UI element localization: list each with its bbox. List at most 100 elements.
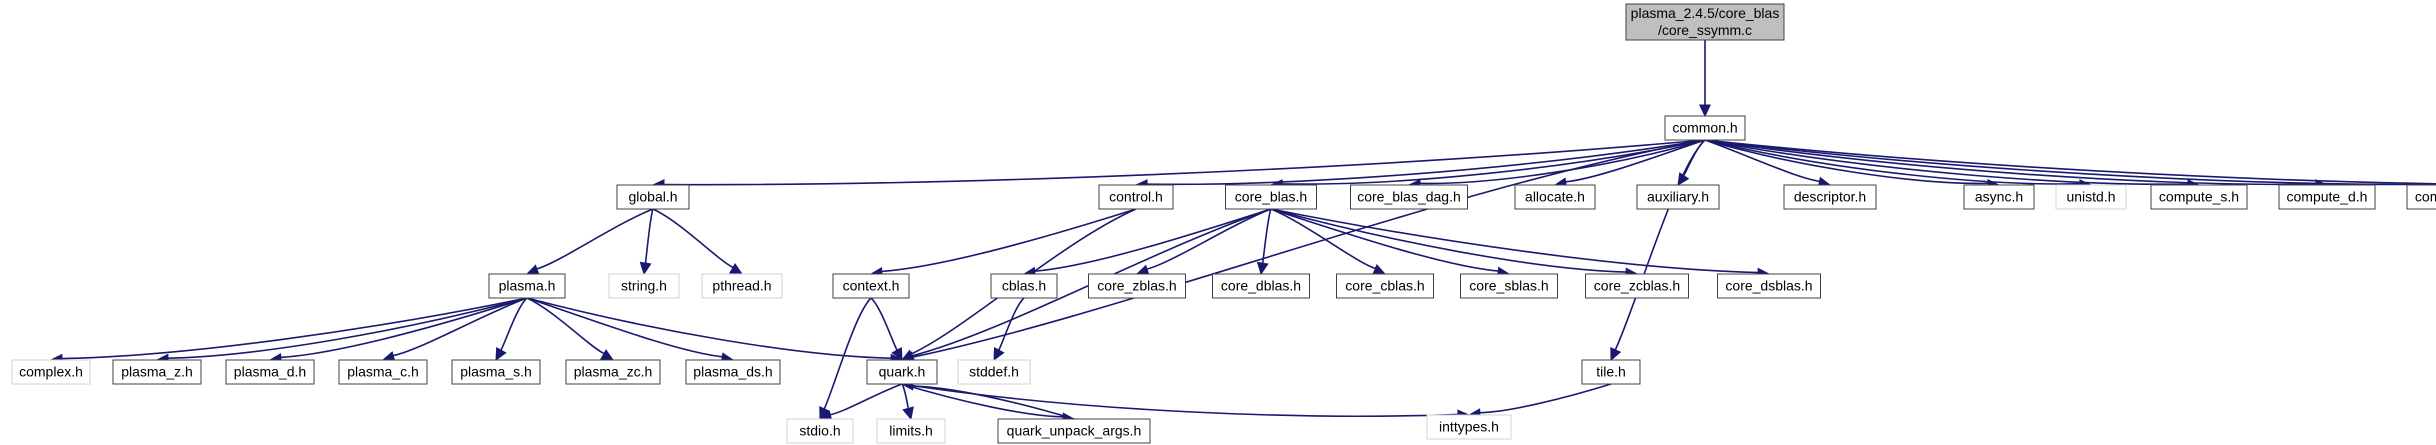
node-auxiliary[interactable]: auxiliary.h	[1636, 184, 1720, 210]
edge-line	[392, 297, 528, 357]
node-root[interactable]: plasma_2.4.5/core_blas/core_ssymm.c	[1625, 3, 1785, 41]
node-box[interactable]	[1664, 115, 1746, 141]
edge-line	[500, 297, 528, 351]
node-box[interactable]	[1460, 273, 1558, 299]
node-box[interactable]	[338, 359, 428, 385]
node-box[interactable]	[1625, 3, 1785, 41]
node-box[interactable]	[1336, 273, 1434, 299]
node-box[interactable]	[616, 184, 690, 210]
node-core_blas[interactable]: core_blas.h	[1225, 184, 1317, 210]
node-box[interactable]	[701, 273, 783, 299]
node-box[interactable]	[1426, 414, 1512, 440]
node-inttypes[interactable]: inttypes.h	[1426, 414, 1512, 440]
node-string[interactable]: string.h	[608, 273, 680, 299]
node-unistd[interactable]: unistd.h	[2055, 184, 2127, 210]
node-box[interactable]	[488, 273, 566, 299]
node-box[interactable]	[1636, 184, 1720, 210]
node-compute_d[interactable]: compute_d.h	[2278, 184, 2376, 210]
node-plasma_s[interactable]: plasma_s.h	[451, 359, 541, 385]
node-box[interactable]	[1581, 359, 1641, 385]
node-core_zcblas[interactable]: core_zcblas.h	[1585, 273, 1689, 299]
edge-arrowhead	[1256, 261, 1269, 276]
node-box[interactable]	[2278, 184, 2376, 210]
node-cblas[interactable]: cblas.h	[990, 273, 1058, 299]
node-stdio[interactable]: stdio.h	[786, 418, 854, 444]
node-compute_s[interactable]: compute_s.h	[2150, 184, 2248, 210]
edge-control-to-context	[869, 208, 1137, 279]
edge-line	[1270, 208, 1376, 270]
node-allocate[interactable]: allocate.h	[1514, 184, 1596, 210]
node-core_dblas[interactable]: core_dblas.h	[1212, 273, 1310, 299]
node-descriptor[interactable]: descriptor.h	[1783, 184, 1877, 210]
edge-line	[1614, 139, 1706, 351]
edge-context-to-quark	[870, 297, 903, 362]
edge-core_blas-to-core_dblas	[1256, 208, 1272, 276]
node-box[interactable]	[2150, 184, 2248, 210]
node-plasma_z[interactable]: plasma_z.h	[112, 359, 202, 385]
node-plasma_d[interactable]: plasma_d.h	[225, 359, 315, 385]
edge-arrowhead	[729, 263, 744, 275]
node-control[interactable]: control.h	[1098, 184, 1174, 210]
edge-arrowhead	[993, 347, 1005, 362]
node-box[interactable]	[1098, 184, 1174, 210]
node-compute_c[interactable]: compute_c.h	[2406, 184, 2436, 210]
node-async[interactable]: async.h	[1963, 184, 2035, 210]
edge-line	[912, 139, 1706, 358]
node-box[interactable]	[1350, 184, 1468, 210]
node-box[interactable]	[786, 418, 854, 444]
node-box[interactable]	[1585, 273, 1689, 299]
node-global[interactable]: global.h	[616, 184, 690, 210]
edge-quark-to-quark_unpack_args	[901, 383, 1076, 425]
node-box[interactable]	[2406, 184, 2436, 210]
edge-line	[1704, 139, 2189, 185]
node-core_cblas[interactable]: core_cblas.h	[1336, 273, 1434, 299]
node-box[interactable]	[1963, 184, 2035, 210]
node-box[interactable]	[1783, 184, 1877, 210]
node-core_dsblas[interactable]: core_dsblas.h	[1717, 273, 1821, 299]
node-box[interactable]	[225, 359, 315, 385]
edge-line	[1704, 139, 1989, 185]
node-context[interactable]: context.h	[832, 273, 910, 299]
node-box[interactable]	[1225, 184, 1317, 210]
node-box[interactable]	[451, 359, 541, 385]
node-box[interactable]	[876, 418, 946, 444]
node-quark_unpack_args[interactable]: quark_unpack_args.h	[997, 418, 1151, 444]
node-pthread[interactable]: pthread.h	[701, 273, 783, 299]
edge-plasma-to-plasma_ds	[526, 297, 735, 365]
node-core_blas_dag[interactable]: core_blas_dag.h	[1350, 184, 1468, 210]
edge-arrowhead	[891, 347, 903, 362]
edge-global-to-pthread	[652, 208, 744, 275]
edge-global-to-plasma	[525, 208, 654, 276]
node-box[interactable]	[608, 273, 680, 299]
node-box[interactable]	[112, 359, 202, 385]
node-box[interactable]	[1717, 273, 1821, 299]
node-limits[interactable]: limits.h	[876, 418, 946, 444]
node-box[interactable]	[685, 359, 781, 385]
node-box[interactable]	[866, 359, 938, 385]
node-plasma_c[interactable]: plasma_c.h	[338, 359, 428, 385]
node-complex[interactable]: complex.h	[11, 359, 91, 385]
node-plasma_zc[interactable]: plasma_zc.h	[565, 359, 661, 385]
node-box[interactable]	[1088, 273, 1186, 299]
node-stddef[interactable]: stddef.h	[957, 359, 1031, 385]
node-tile[interactable]: tile.h	[1581, 359, 1641, 385]
node-box[interactable]	[1514, 184, 1596, 210]
node-box[interactable]	[990, 273, 1058, 299]
node-box[interactable]	[2055, 184, 2127, 210]
edge-root-to-common	[1699, 39, 1711, 118]
node-common[interactable]: common.h	[1664, 115, 1746, 141]
edge-core_blas-to-core_cblas	[1270, 208, 1387, 276]
node-core_sblas[interactable]: core_sblas.h	[1460, 273, 1558, 299]
node-box[interactable]	[565, 359, 661, 385]
edge-plasma-to-plasma_zc	[526, 297, 615, 361]
node-box[interactable]	[832, 273, 910, 299]
node-box[interactable]	[957, 359, 1031, 385]
node-core_zblas[interactable]: core_zblas.h	[1088, 273, 1186, 299]
node-plasma_ds[interactable]: plasma_ds.h	[685, 359, 781, 385]
node-quark[interactable]: quark.h	[866, 359, 938, 385]
node-box[interactable]	[11, 359, 91, 385]
node-box[interactable]	[1212, 273, 1310, 299]
node-plasma[interactable]: plasma.h	[488, 273, 566, 299]
node-box[interactable]	[997, 418, 1151, 444]
